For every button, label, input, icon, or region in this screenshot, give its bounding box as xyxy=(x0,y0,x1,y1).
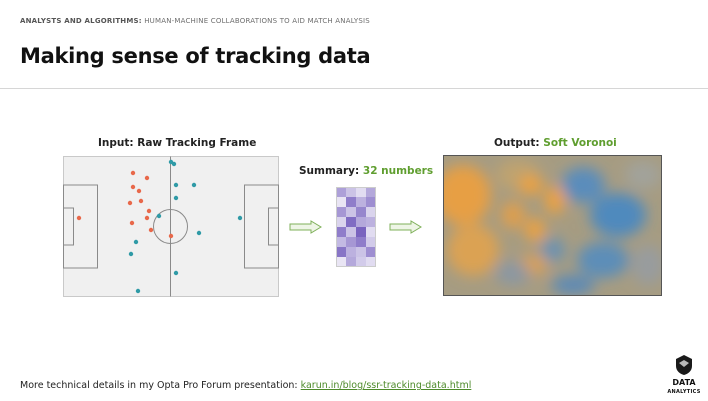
summary-cell xyxy=(356,247,366,257)
summary-cell xyxy=(336,257,346,267)
input-caption-value: Raw Tracking Frame xyxy=(137,137,257,149)
tracking-frame-pitch xyxy=(63,156,279,297)
section-label: ANALYSTS AND ALGORITHMS: HUMAN-MACHINE C… xyxy=(20,17,370,25)
home-player-marker xyxy=(136,188,142,194)
summary-cell xyxy=(346,217,356,227)
home-player-marker xyxy=(130,184,136,190)
logo-line1: DATA xyxy=(672,378,696,387)
summary-cell xyxy=(346,257,356,267)
summary-cell xyxy=(356,207,366,217)
arrow-right-icon xyxy=(289,220,322,234)
soft-voronoi-image xyxy=(443,155,662,296)
away-player-marker xyxy=(173,182,179,188)
home-player-marker xyxy=(146,208,152,214)
summary-cell xyxy=(356,227,366,237)
summary-cell xyxy=(356,237,366,247)
section-label-prefix: ANALYSTS AND ALGORITHMS: xyxy=(20,17,142,25)
slide-header: ANALYSTS AND ALGORITHMS: HUMAN-MACHINE C… xyxy=(0,0,708,89)
summary-cell xyxy=(346,207,356,217)
summary-cell xyxy=(366,247,376,257)
summary-cell xyxy=(336,217,346,227)
summary-heatmap xyxy=(336,187,376,267)
summary-cell xyxy=(346,227,356,237)
away-player-marker xyxy=(156,213,162,219)
summary-cell xyxy=(336,207,346,217)
pitch-svg xyxy=(63,156,279,297)
summary-cell xyxy=(356,187,366,197)
home-player-marker xyxy=(138,198,144,204)
summary-caption: Summary: 32 numbers xyxy=(299,165,433,177)
summary-caption-value: 32 numbers xyxy=(362,165,434,177)
home-player-marker xyxy=(168,233,174,239)
summary-cell xyxy=(356,217,366,227)
home-player-marker xyxy=(129,220,135,226)
centre-circle xyxy=(153,209,188,244)
summary-cell xyxy=(356,197,366,207)
slide-title: Making sense of tracking data xyxy=(20,44,371,68)
home-player-marker xyxy=(144,175,150,181)
summary-cell xyxy=(366,207,376,217)
away-player-marker xyxy=(196,230,202,236)
summary-cell xyxy=(346,197,356,207)
summary-cell xyxy=(336,197,346,207)
away-player-marker xyxy=(191,182,197,188)
summary-cell xyxy=(356,257,366,267)
output-caption-label: Output: xyxy=(494,137,540,149)
summary-cell xyxy=(366,217,376,227)
summary-cell xyxy=(366,237,376,247)
input-caption-label: Input: xyxy=(98,137,134,149)
presentation-link[interactable]: karun.in/blog/ssr-tracking-data.html xyxy=(300,380,472,391)
summary-svg xyxy=(336,187,376,267)
footer-text: More technical details in my Opta Pro Fo… xyxy=(20,380,301,391)
summary-cell xyxy=(336,247,346,257)
away-player-marker xyxy=(128,251,134,257)
home-player-marker xyxy=(130,170,136,176)
home-player-marker xyxy=(127,200,133,206)
data-analytics-logo: DATA ANALYTICS xyxy=(664,354,704,398)
summary-cell xyxy=(336,187,346,197)
summary-cell xyxy=(336,227,346,237)
away-player-marker xyxy=(133,239,139,245)
summary-cell xyxy=(346,237,356,247)
output-caption-value: Soft Voronoi xyxy=(543,137,617,149)
summary-cell xyxy=(346,187,356,197)
summary-cell xyxy=(366,257,376,267)
players-layer xyxy=(76,159,243,294)
arrow-right-icon xyxy=(389,220,422,234)
voronoi-svg xyxy=(443,155,662,296)
away-player-marker xyxy=(173,270,179,276)
away-player-marker xyxy=(173,195,179,201)
logo-line2: ANALYTICS xyxy=(667,389,701,395)
input-caption: Input: Raw Tracking Frame xyxy=(98,137,256,149)
output-caption: Output: Soft Voronoi xyxy=(494,137,617,149)
summary-cell xyxy=(366,227,376,237)
away-player-marker xyxy=(135,288,141,294)
summary-border xyxy=(336,187,376,267)
section-label-suffix: HUMAN-MACHINE COLLABORATIONS TO AID MATC… xyxy=(141,17,370,25)
summary-cell xyxy=(336,237,346,247)
left-goal-box xyxy=(63,207,74,246)
footer-note: More technical details in my Opta Pro Fo… xyxy=(20,380,471,391)
summary-cell xyxy=(366,197,376,207)
summary-caption-label: Summary: xyxy=(299,165,360,177)
away-player-marker xyxy=(168,159,174,165)
home-player-marker xyxy=(76,215,82,221)
right-goal-box xyxy=(268,207,279,246)
summary-cell xyxy=(366,187,376,197)
summary-cell xyxy=(346,247,356,257)
logo-emblem-icon xyxy=(676,355,692,375)
home-player-marker xyxy=(144,215,150,221)
home-player-marker xyxy=(148,227,154,233)
away-player-marker xyxy=(237,215,243,221)
